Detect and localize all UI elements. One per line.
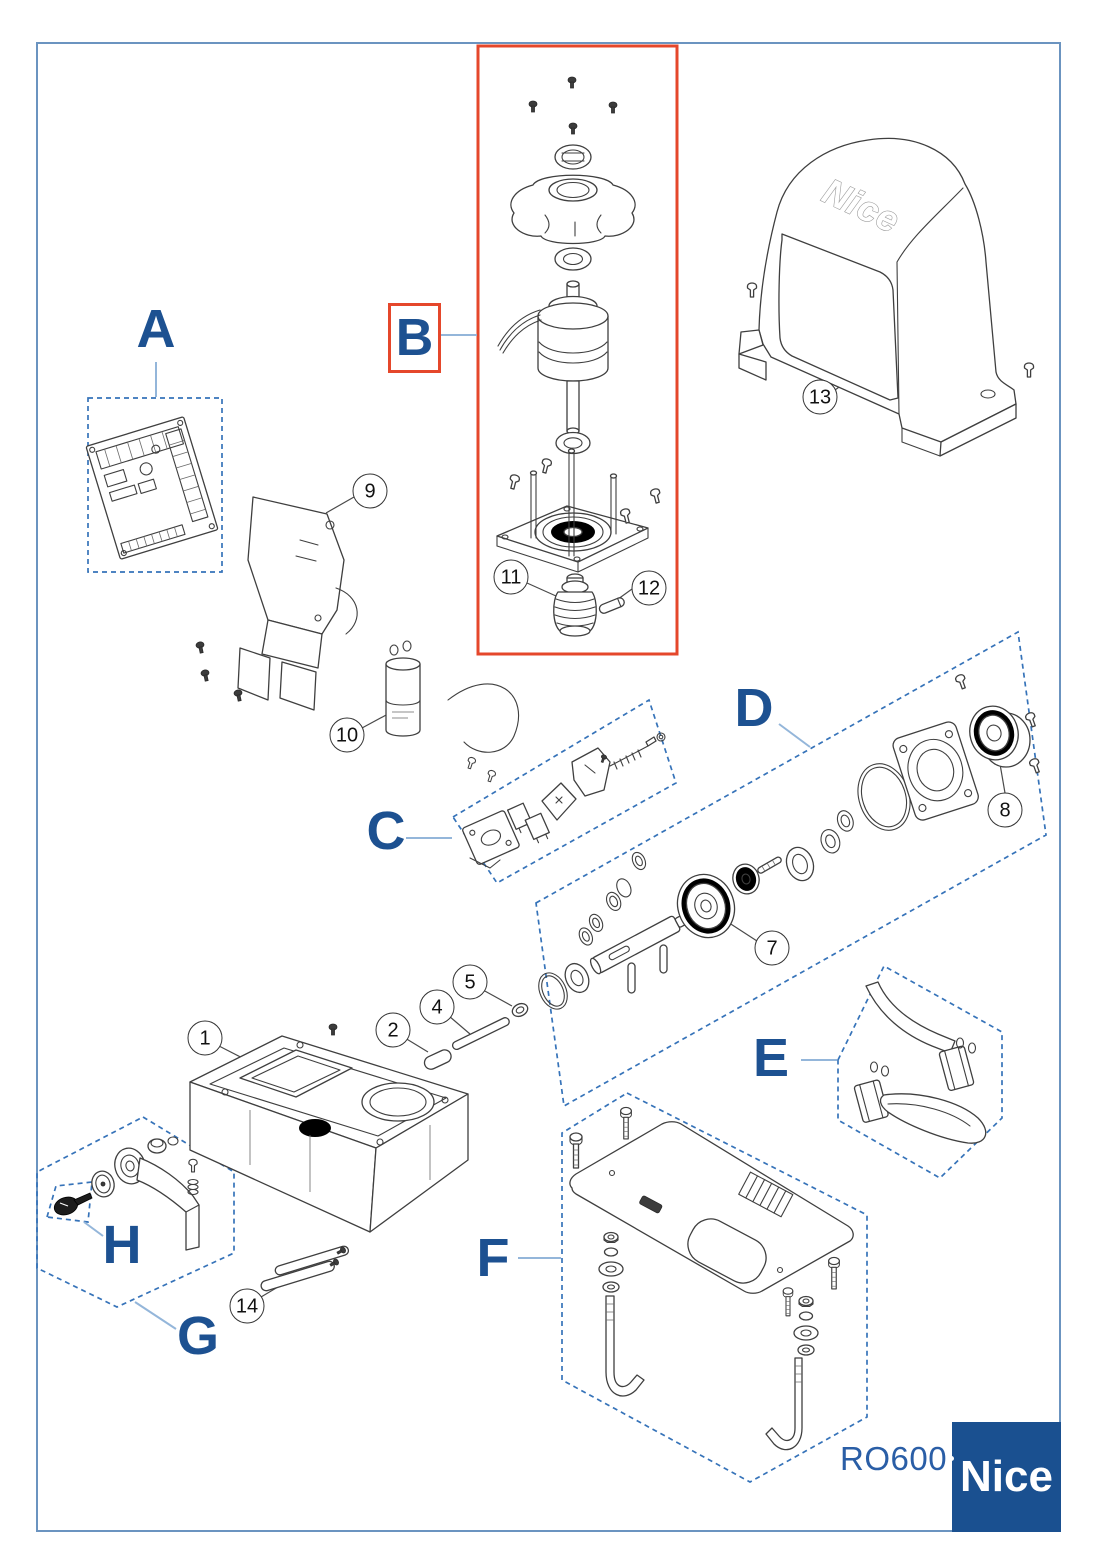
motor-cap-ring-art (554, 144, 592, 170)
group-h-dashed-box (45, 1181, 93, 1223)
section-label-h: H (102, 1215, 142, 1275)
group-c-dashed-box (451, 698, 678, 885)
section-label-g: G (176, 1306, 220, 1366)
label-leader-lines (83, 334, 837, 1330)
part-2-pin-art (423, 1049, 452, 1070)
group-f-dashed-box (561, 1092, 868, 1483)
motor-top-cover-art (510, 174, 636, 245)
part-balloon-9: 9 (352, 473, 388, 509)
page-border (36, 42, 1061, 1532)
group-f-foundation-plate-art (569, 1106, 854, 1451)
part-14-bars-art (260, 1245, 350, 1292)
group-b-highlight-box (476, 44, 679, 656)
part-8-gear-art (969, 705, 1031, 768)
part-13-cover-art: Nice (738, 137, 1035, 457)
part-4-shaft-art (451, 1017, 510, 1051)
section-label-b: B (395, 309, 434, 367)
group-a-dashed-box (87, 397, 223, 573)
group-g-dashed-box (36, 1116, 235, 1308)
group-d-dashed-box (535, 630, 1047, 1108)
part-balloon-5: 5 (452, 964, 488, 1000)
group-c-limit-switch-art (462, 732, 666, 869)
part-10-capacitor-art (385, 640, 421, 737)
group-e-dashed-box (837, 964, 1003, 1180)
group-e-release-levers-art (853, 981, 987, 1144)
part-a-control-board-art (85, 416, 219, 560)
part-balloon-4: 4 (419, 989, 455, 1025)
part-5-ring-art (511, 1002, 529, 1018)
part-balloon-1: 1 (187, 1020, 223, 1056)
motor-body-art (497, 280, 609, 435)
section-label-a: A (136, 299, 176, 359)
brand-logo-dot (949, 1456, 955, 1461)
part-balloon-2: 2 (375, 1012, 411, 1048)
section-label-f: F (476, 1228, 510, 1288)
castle-nut-art (732, 863, 760, 895)
gearbox-flange-art (892, 721, 979, 821)
product-code-text: RO600 (840, 1440, 948, 1477)
group-d-gearbox-art (538, 672, 1043, 1010)
bearing-upper-art (554, 247, 592, 271)
part-12-pin-art (598, 597, 625, 614)
part-balloon-14: 14 (229, 1288, 265, 1324)
section-label-e: E (752, 1028, 790, 1088)
brand-logo-box: Nice (949, 1422, 1061, 1532)
part-balloon-8: 8 (987, 792, 1023, 828)
part-11-worm-gear-art (553, 573, 597, 637)
part-balloon-11: 11 (493, 559, 529, 595)
motor-flange-plate-art (496, 448, 663, 573)
part-h-key-art (53, 1192, 93, 1216)
part-balloon-7: 7 (754, 930, 790, 966)
part-7-gear-art (676, 873, 736, 939)
section-label-c: C (366, 801, 406, 861)
part-1-base-art (189, 1023, 469, 1233)
brand-logo-text: Nice (949, 1455, 1053, 1499)
group-g-release-handle-art (53, 1136, 200, 1251)
section-label-b-box: B (388, 303, 441, 373)
section-label-d: D (734, 678, 774, 738)
part-balloon-12: 12 (631, 570, 667, 606)
part-balloon-10: 10 (329, 717, 365, 753)
part-balloon-13: 13 (802, 379, 838, 415)
group-b-motor-assembly-art (496, 76, 663, 637)
part-9-bracket-art (195, 496, 520, 753)
